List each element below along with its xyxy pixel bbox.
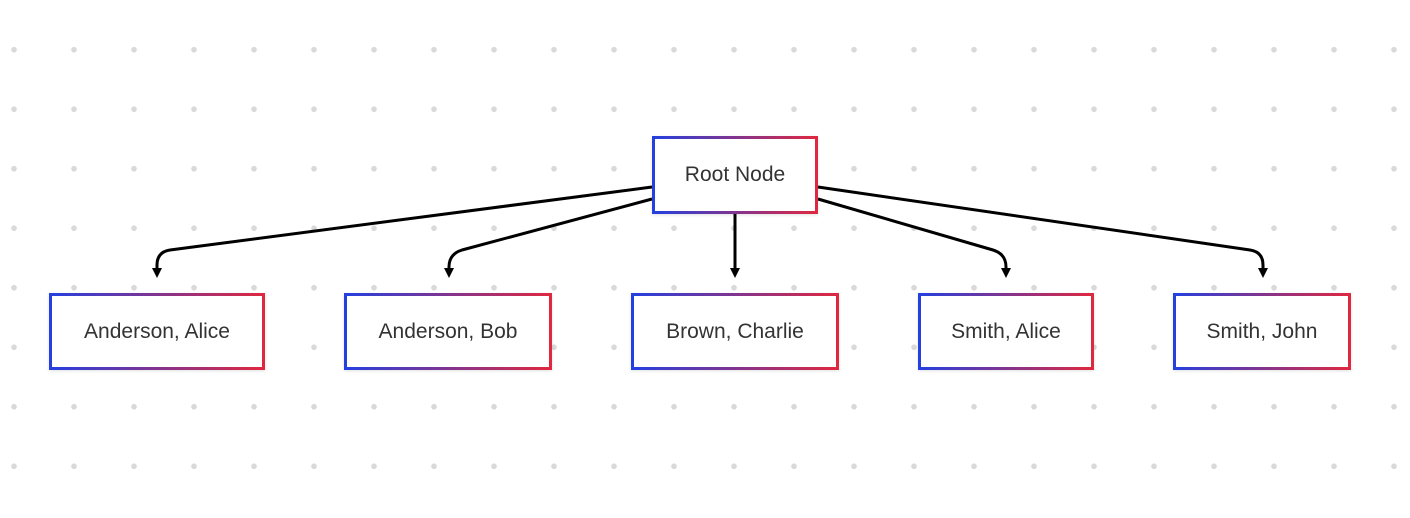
edge-root-to-child-4 bbox=[817, 185, 1268, 278]
edge-root-to-child-3 bbox=[817, 197, 1011, 278]
child-node-smith-john[interactable]: Smith, John bbox=[1173, 293, 1351, 370]
child-node-label: Brown, Charlie bbox=[666, 319, 804, 343]
child-node-label: Smith, Alice bbox=[951, 319, 1061, 343]
root-node-label: Root Node bbox=[684, 163, 786, 186]
child-node-anderson-alice[interactable]: Anderson, Alice bbox=[49, 293, 265, 370]
child-node-brown-charlie[interactable]: Brown, Charlie bbox=[631, 293, 839, 370]
edge-root-to-child-1 bbox=[444, 197, 653, 278]
child-node-anderson-bob[interactable]: Anderson, Bob bbox=[344, 293, 552, 370]
edge-root-to-child-0 bbox=[152, 185, 653, 278]
child-node-label: Smith, John bbox=[1206, 319, 1318, 343]
child-node-label: Anderson, Bob bbox=[378, 319, 518, 343]
root-node[interactable]: Root Node bbox=[652, 136, 818, 214]
child-node-label: Anderson, Alice bbox=[84, 319, 230, 343]
child-node-smith-alice[interactable]: Smith, Alice bbox=[918, 293, 1094, 370]
